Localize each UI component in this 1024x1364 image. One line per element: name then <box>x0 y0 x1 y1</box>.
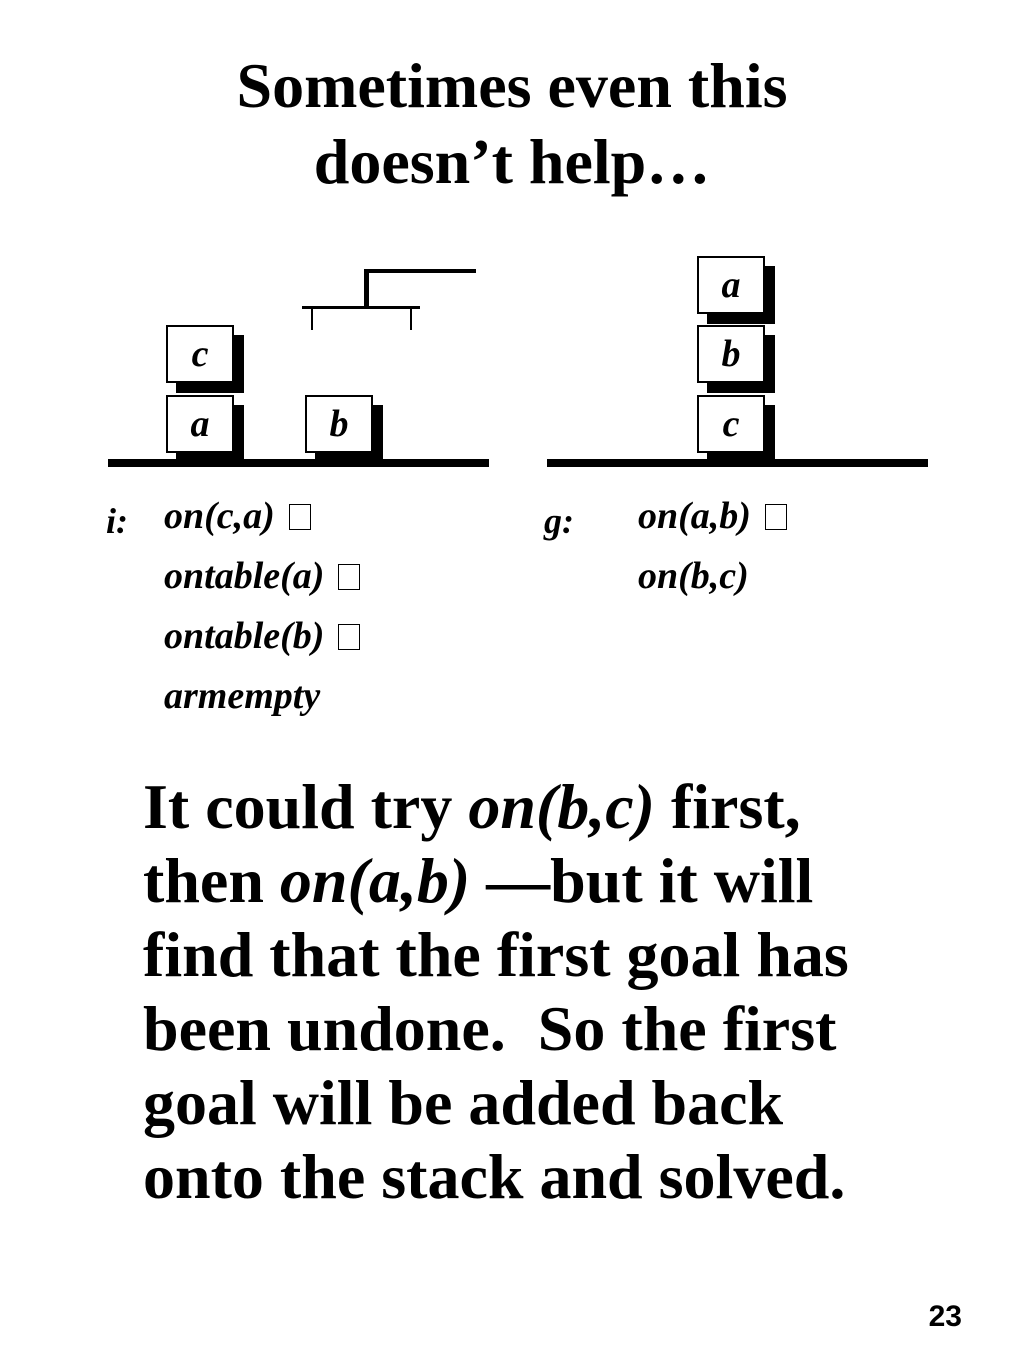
block-c-goal: c <box>697 395 775 463</box>
block-c-initial: c <box>166 325 244 393</box>
goal-state-label: g: <box>544 501 574 541</box>
predicate-item: ontable(a) <box>164 554 361 614</box>
predicate-item: on(b,c) <box>638 555 749 597</box>
body-line-4: been undone. So the first <box>143 993 837 1064</box>
table-line-initial <box>108 459 489 467</box>
body-line-1: It could try on(b,c) first, <box>143 771 801 842</box>
goal-predicates: on(a,b) on(b,c) <box>638 494 787 614</box>
and-symbol-icon <box>338 564 361 590</box>
and-symbol-icon <box>764 504 787 530</box>
page-number: 23 <box>928 1300 962 1333</box>
initial-state-label: i: <box>106 501 128 541</box>
block-b-goal: b <box>697 325 775 393</box>
slide-title: Sometimes even this doesn’t help… <box>0 48 1024 200</box>
body-line-3: find that the first goal has <box>143 919 849 990</box>
slide-body-text: It could try on(b,c) first, then on(a,b)… <box>143 770 963 1214</box>
body-line-2: then on(a,b) —but it will <box>143 845 814 916</box>
initial-predicates: on(c,a) ontable(a) ontable(b) armempty <box>164 494 361 734</box>
table-line-goal <box>547 459 928 467</box>
block-b-initial: b <box>305 395 383 463</box>
predicate-item: armempty <box>164 675 321 717</box>
and-symbol-icon <box>288 504 311 530</box>
predicate-item: ontable(b) <box>164 614 361 674</box>
block-a-goal: a <box>697 256 775 324</box>
body-line-6: onto the stack and solved. <box>143 1141 846 1212</box>
predicate-item: on(c,a) <box>164 494 360 554</box>
body-line-5: goal will be added back <box>143 1067 784 1138</box>
title-line-1: Sometimes even this <box>236 50 788 121</box>
block-a-initial: a <box>166 395 244 463</box>
and-symbol-icon <box>338 624 361 650</box>
title-line-2: doesn’t help… <box>313 126 711 197</box>
predicate-item: on(a,b) <box>638 494 787 554</box>
